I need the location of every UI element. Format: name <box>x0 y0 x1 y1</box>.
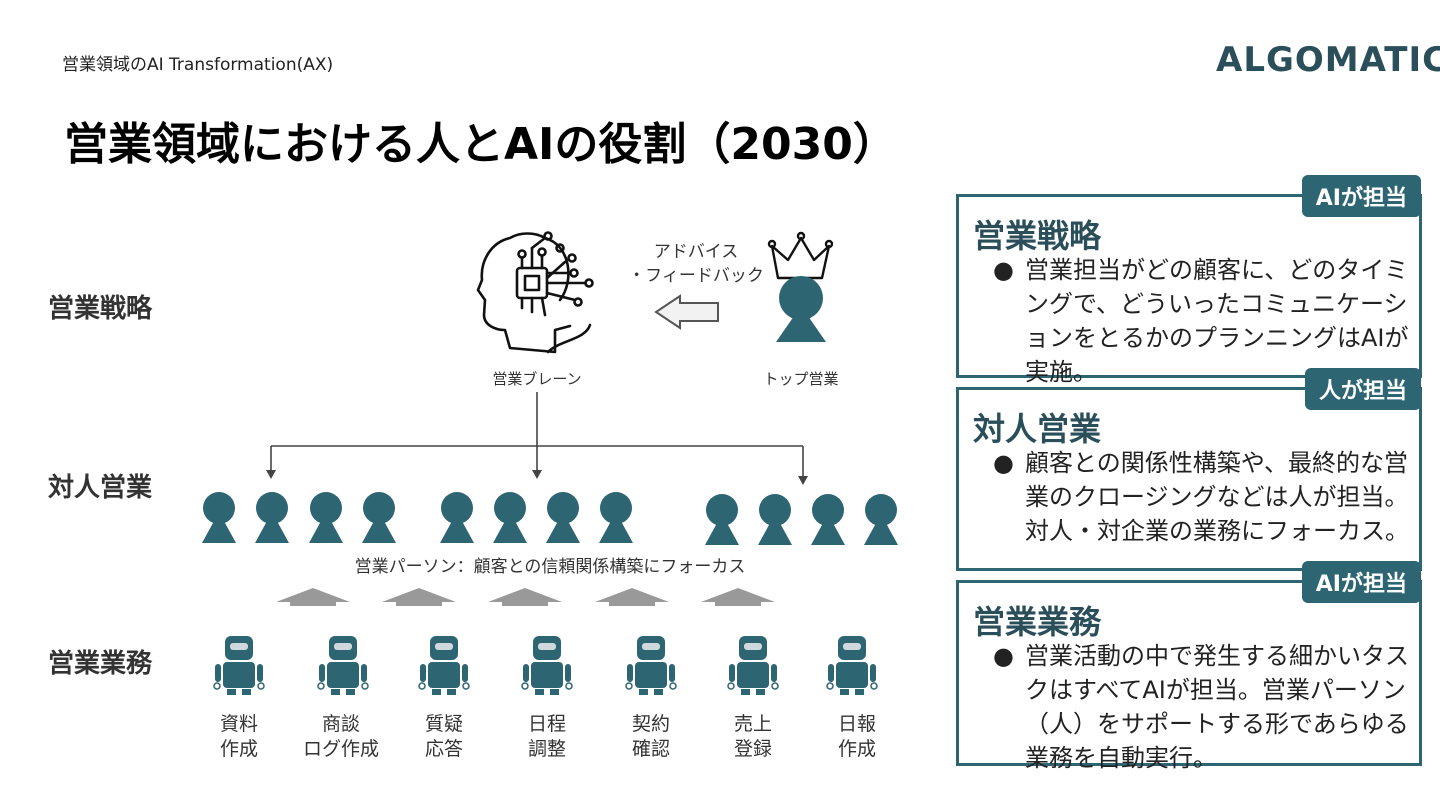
person-icon <box>705 494 739 545</box>
task-label: 質疑応答 <box>394 712 494 762</box>
task-line: 作成 <box>219 738 258 760</box>
task-line: 質疑 <box>424 713 463 735</box>
arrow-up-icon <box>595 588 669 606</box>
card-operations: AIが担当 営業業務 ● 営業活動の中で発生する細かいタスクはすべてAIが担当。… <box>956 561 1422 772</box>
person-icon <box>255 492 289 543</box>
task-label: 資料作成 <box>189 712 289 762</box>
card-body: ● 営業担当がどの顧客に、どのタイミングで、どういったコミュニケーションをとるか… <box>993 253 1413 389</box>
task-line: ログ作成 <box>302 738 379 760</box>
arrow-up-icon <box>488 588 562 606</box>
upward-arrows <box>276 588 775 606</box>
brain-label: 営業ブレーン <box>492 370 582 388</box>
card-title: 対人営業 <box>973 410 1102 448</box>
card-text: 顧客との関係性構築や、最終的な営業のクロージングなどは人が担当。対人・対企業の業… <box>1025 449 1409 545</box>
task-line: 商談 <box>321 713 360 735</box>
row-label-operations: 営業業務 <box>48 649 153 679</box>
card-title: 営業業務 <box>973 603 1102 641</box>
top-sales-person-icon <box>776 276 826 342</box>
connector-lines <box>266 392 808 485</box>
task-label: 日報作成 <box>807 712 907 762</box>
robot-icon <box>826 636 878 695</box>
robot-group <box>213 636 878 695</box>
person-icon <box>864 494 898 545</box>
person-icon <box>309 492 343 543</box>
card-badge: AIが担当 <box>1301 175 1421 217</box>
task-line: 売上 <box>733 713 772 735</box>
task-label: 契約確認 <box>601 712 701 762</box>
slide-subtitle: 営業領域のAI Transformation(AX) <box>62 55 334 75</box>
advice-line2: ・フィードバック <box>628 266 764 286</box>
person-icon <box>493 492 527 543</box>
card-title: 営業戦略 <box>973 217 1102 255</box>
diagram-canvas <box>202 231 898 695</box>
task-label: 商談ログ作成 <box>291 712 391 762</box>
task-line: 日報 <box>837 713 876 735</box>
card-interpersonal: 人が担当 対人営業 ● 顧客との関係性構築や、最終的な営業のクロージングなどは人… <box>956 368 1422 571</box>
people-caption: 営業パーソン：顧客との信頼関係構築にフォーカス <box>354 557 746 577</box>
algomatic-logo: ALGOMATIC <box>1216 40 1440 80</box>
top-sales-label: トップ営業 <box>763 370 839 388</box>
person-icon <box>546 492 580 543</box>
bullet-icon: ● <box>993 256 1014 284</box>
robot-icon <box>213 636 265 695</box>
person-icon <box>202 492 236 543</box>
card-body: ● 顧客との関係性構築や、最終的な営業のクロージングなどは人が担当。対人・対企業… <box>993 446 1413 548</box>
bullet-icon: ● <box>993 642 1014 670</box>
task-line: 応答 <box>424 738 463 760</box>
person-icon <box>811 494 845 545</box>
arrow-up-icon <box>382 588 456 606</box>
card-text: 営業活動の中で発生する細かいタスクはすべてAIが担当。営業パーソン（人）をサポー… <box>1025 642 1409 772</box>
slide-title: 営業領域における人とAIの役割（2030） <box>64 119 897 170</box>
task-line: 資料 <box>219 713 258 735</box>
card-badge: AIが担当 <box>1301 561 1421 603</box>
card-badge: 人が担当 <box>1304 368 1421 410</box>
task-line: 登録 <box>733 738 772 760</box>
task-line: 日程 <box>527 713 566 735</box>
task-line: 調整 <box>527 738 566 760</box>
robot-icon <box>625 636 677 695</box>
task-line: 作成 <box>837 738 876 760</box>
ai-brain-icon <box>476 231 594 354</box>
robot-icon <box>317 636 369 695</box>
robot-icon <box>418 636 470 695</box>
bullet-icon: ● <box>993 449 1014 477</box>
task-line: 確認 <box>631 738 670 760</box>
sales-person-group <box>202 492 898 545</box>
person-icon <box>599 492 633 543</box>
task-label: 日程調整 <box>497 712 597 762</box>
person-icon <box>362 492 396 543</box>
row-label-strategy: 営業戦略 <box>48 294 153 324</box>
advice-line1: アドバイス <box>653 242 739 262</box>
person-icon <box>758 494 792 545</box>
arrow-up-icon <box>276 588 350 606</box>
robot-icon <box>521 636 573 695</box>
card-strategy: AIが担当 営業戦略 ● 営業担当がどの顧客に、どのタイミングで、どういったコミ… <box>956 175 1422 386</box>
task-line: 契約 <box>631 713 670 735</box>
robot-icon <box>727 636 779 695</box>
person-icon <box>440 492 474 543</box>
arrow-left-icon <box>654 294 719 330</box>
crown-icon <box>767 231 834 280</box>
card-text: 営業担当がどの顧客に、どのタイミングで、どういったコミュニケーションをとるかのプ… <box>1025 256 1409 386</box>
task-label: 売上登録 <box>703 712 803 762</box>
advice-label: アドバイス ・フィードバック <box>616 240 776 288</box>
row-label-interpersonal: 対人営業 <box>48 473 153 503</box>
arrow-up-icon <box>701 588 775 606</box>
card-body: ● 営業活動の中で発生する細かいタスクはすべてAIが担当。営業パーソン（人）をサ… <box>993 639 1413 775</box>
